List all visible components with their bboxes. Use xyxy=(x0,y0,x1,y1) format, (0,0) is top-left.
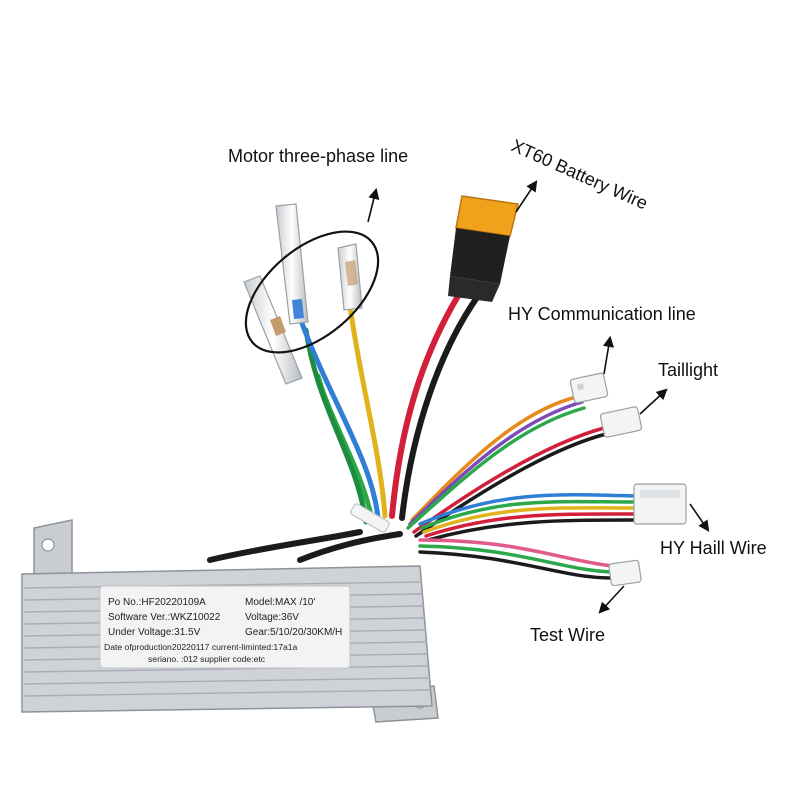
hall-wire-connector xyxy=(633,483,687,525)
motor-bullet-connector-blue xyxy=(275,203,309,325)
arrow-taillight xyxy=(639,388,668,415)
callout-xt60-battery: XT60 Battery Wire xyxy=(508,135,650,213)
arrow-motor xyxy=(367,187,380,223)
label-serial-line: seriano. :012 supplier code:etc xyxy=(148,654,266,664)
label-software: Software Ver.:WKZ10022 xyxy=(108,612,221,623)
label-voltage: Voltage:36V xyxy=(245,612,299,623)
hy-communication-connector xyxy=(569,372,609,404)
cable-tie xyxy=(350,503,390,533)
product-label: Po No.:HF20220109A Model:MAX /10' Softwa… xyxy=(99,585,351,669)
motor-bullet-connector-green xyxy=(243,275,303,385)
motor-bullet-connector-yellow xyxy=(337,243,363,311)
arrow-hall xyxy=(689,503,710,532)
callout-taillight: Taillight xyxy=(658,360,718,380)
arrow-xt60 xyxy=(515,180,538,213)
label-gear: Gear:5/10/20/30KM/H xyxy=(245,627,342,638)
callout-hy-communication: HY Communication line xyxy=(508,304,696,324)
motor-connectors-highlight-ellipse xyxy=(244,230,380,354)
arrow-test xyxy=(598,585,625,614)
right-wire-bundle xyxy=(207,394,638,580)
label-po-no: Po No.:HF20220109A xyxy=(108,597,206,608)
battery-wires xyxy=(389,293,481,521)
label-under-voltage: Under Voltage:31.5V xyxy=(108,627,201,638)
callout-hall-wire: HY Haill Wire xyxy=(660,538,767,558)
test-wire-connector xyxy=(608,559,642,587)
callout-arrows xyxy=(367,180,710,614)
callout-motor-three-phase: Motor three-phase line xyxy=(228,146,408,166)
callout-test-wire: Test Wire xyxy=(530,625,605,645)
taillight-connector xyxy=(599,406,643,438)
mounting-tab-left xyxy=(33,519,73,581)
label-model: Model:MAX /10' xyxy=(245,597,315,608)
xt60-connector xyxy=(448,195,519,302)
arrow-hy-communication xyxy=(603,335,615,375)
label-date-line: Date ofproduction20220117 current-limint… xyxy=(104,642,298,652)
motor-phase-wires xyxy=(297,303,388,525)
